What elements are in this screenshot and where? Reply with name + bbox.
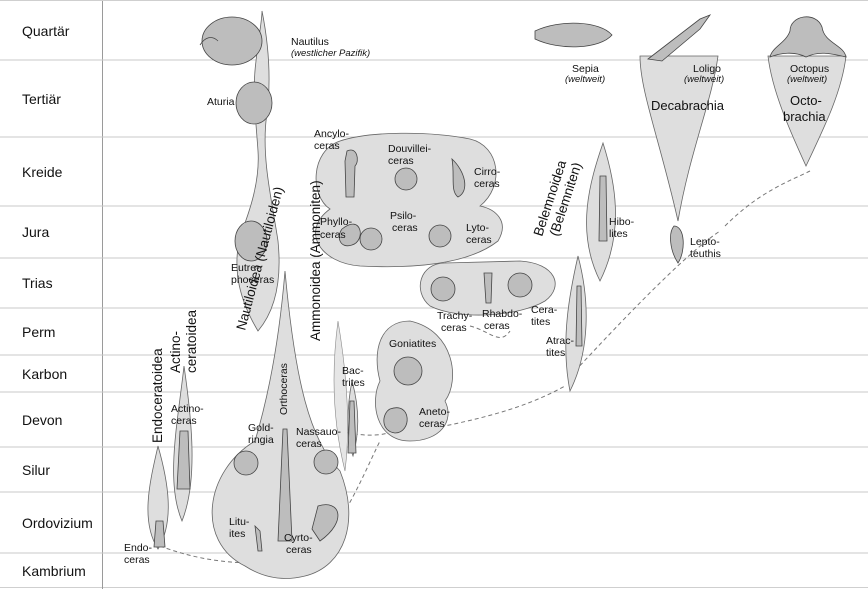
label-cyrtoceras-line2: ceras xyxy=(286,544,312,556)
label-nassauoceras-line2: ceras xyxy=(296,438,322,450)
atractites-shell-icon xyxy=(576,286,582,346)
douvilleiceras-shell-icon xyxy=(395,168,417,190)
label-cirroceras-line1: Cirro- xyxy=(474,166,501,178)
label-psiloceras-line1: Psilo- xyxy=(390,210,417,222)
goniatites-shell-icon xyxy=(394,357,422,385)
label-sepia-region: (weltweit) xyxy=(565,74,605,85)
group-octobrachia-line1: Octo- xyxy=(790,93,822,108)
group-actinoceratoidea-line2: ceratoidea xyxy=(184,309,199,373)
label-ceratites-line1: Cera- xyxy=(531,304,558,316)
label-goldringia-line1: Gold- xyxy=(248,422,274,434)
label-orthoceras: Orthoceras xyxy=(278,363,290,415)
label-cyrtoceras-line1: Cyrto- xyxy=(284,532,313,544)
endoceras-shell-icon xyxy=(154,521,165,547)
label-octopus-region: (weltweit) xyxy=(787,74,827,85)
label-lituites-line1: Litu- xyxy=(229,516,250,528)
label-psiloceras-line2: ceras xyxy=(392,222,418,234)
label-anetoceras-line2: ceras xyxy=(419,418,445,430)
group-octobrachia-line2: brachia xyxy=(783,109,826,124)
group-endoceratoidea: Endoceratoidea xyxy=(150,348,165,443)
label-endoceras-line1: Endo- xyxy=(124,542,153,554)
label-eutrephoceras-line1: Eutre- xyxy=(231,262,260,274)
label-ancyloceras-line1: Ancylo- xyxy=(314,128,350,140)
label-lytoceras-line2: ceras xyxy=(466,234,492,246)
leptoteuthis-shell-icon xyxy=(671,226,684,263)
lytoceras-shell-icon xyxy=(429,225,451,247)
label-trachyceras-line1: Trachy- xyxy=(437,310,473,322)
label-rhabdoceras-line1: Rhabdo- xyxy=(482,308,523,320)
sepia-icon xyxy=(535,23,612,47)
label-leptoteuthis-line2: teuthis xyxy=(690,248,721,260)
label-bactrites-line1: Bac- xyxy=(342,365,364,377)
aturia-shell-icon xyxy=(236,82,272,124)
label-goldringia-line2: ringia xyxy=(248,434,274,446)
nautilus-shell-icon xyxy=(202,17,262,65)
label-loligo-region: (weltweit) xyxy=(684,74,724,85)
label-lytoceras-line1: Lyto- xyxy=(466,222,489,234)
anetoceras-shell-icon xyxy=(384,408,407,433)
label-ceratites-line2: tites xyxy=(531,316,550,328)
group-actinoceratoidea-line1: Actino- xyxy=(168,331,183,373)
label-trachyceras-line2: ceras xyxy=(441,322,467,334)
label-endoceras-line2: ceras xyxy=(124,554,150,566)
ammonoidea-stem xyxy=(334,321,348,471)
label-cirroceras-line2: ceras xyxy=(474,178,500,190)
label-atractites-line1: Atrac- xyxy=(546,335,575,347)
label-douvilleiceras-line2: ceras xyxy=(388,155,414,167)
label-ancyloceras-line2: ceras xyxy=(314,140,340,152)
label-goniatites: Goniatites xyxy=(389,338,436,350)
label-actinoceras-line1: Actino- xyxy=(171,403,204,415)
ceratites-shell-icon xyxy=(508,273,532,297)
label-bactrites-line2: trites xyxy=(342,377,365,389)
hibolites-shell-icon xyxy=(599,176,607,241)
group-ammonoidea: Ammonoidea (Ammoniten) xyxy=(308,180,323,341)
label-douvilleiceras-line1: Douvillei- xyxy=(388,143,432,155)
label-leptoteuthis-line1: Lepto- xyxy=(690,236,720,248)
label-nassauoceras-line1: Nassauo- xyxy=(296,426,341,438)
label-anetoceras-line1: Aneto- xyxy=(419,406,450,418)
trachyceras-shell-icon xyxy=(431,277,455,301)
octopus-icon xyxy=(770,17,846,57)
label-aturia: Aturia xyxy=(207,96,235,108)
loligo-icon xyxy=(648,15,710,61)
nassauoceras-shell-icon xyxy=(314,450,338,474)
label-hibolites-line2: lites xyxy=(609,228,628,240)
label-phylloceras-line1: Phyllo- xyxy=(320,216,353,228)
label-nautilus: Nautilus xyxy=(291,36,329,48)
label-actinoceras-line2: ceras xyxy=(171,415,197,427)
group-decabrachia: Decabrachia xyxy=(651,98,725,113)
label-rhabdoceras-line2: ceras xyxy=(484,320,510,332)
psiloceras-shell-icon xyxy=(360,228,382,250)
label-nautilus-region: (westlicher Pazifik) xyxy=(291,48,370,59)
goldringia-shell-icon xyxy=(234,451,258,475)
label-hibolites-line1: Hibo- xyxy=(609,216,635,228)
label-atractites-line2: tites xyxy=(546,347,565,359)
label-lituites-line2: ites xyxy=(229,528,245,540)
label-phylloceras-line2: ceras xyxy=(320,229,346,241)
label-eutrephoceras-line2: phoceras xyxy=(231,274,274,286)
